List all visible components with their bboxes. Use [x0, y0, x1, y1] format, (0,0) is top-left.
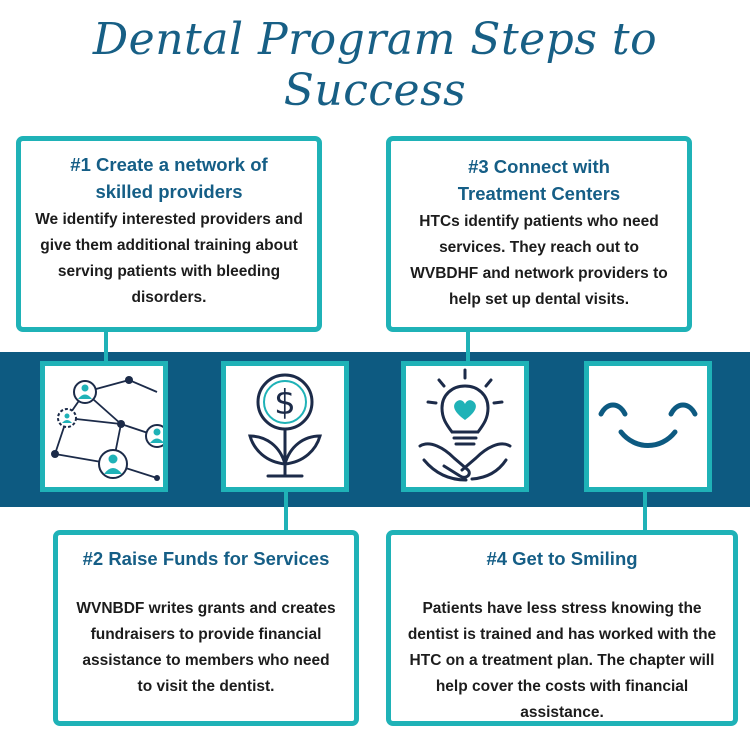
step-3-body: HTCs identify patients who need services… [410, 213, 668, 308]
connector-3 [466, 330, 470, 362]
network-icon [51, 376, 163, 481]
smiley-face-icon [598, 402, 698, 448]
step-2-body: WVNBDF writes grants and creates fundrai… [76, 600, 336, 695]
step-2-card: #2 Raise Funds for Services WVNBDF write… [53, 530, 359, 726]
step-1-card: #1 Create a network of skilled providers… [16, 136, 322, 332]
money-plant-icon: $ [248, 373, 322, 478]
lightbulb-heart-handshake-icon [418, 368, 512, 482]
step-3-card: #3 Connect with Treatment Centers HTCs i… [386, 136, 692, 332]
step-2-heading: #2 Raise Funds for Services [82, 548, 330, 569]
step-3-heading: #3 Connect with Treatment Centers [457, 156, 621, 204]
money-plant-tile: $ [221, 361, 349, 492]
svg-text:$: $ [274, 383, 296, 423]
lightbulb-tile [401, 361, 529, 492]
network-tile [40, 361, 168, 492]
step-1-heading: #1 Create a network of skilled providers [70, 154, 268, 202]
smiley-tile [584, 361, 712, 492]
connector-1 [104, 330, 108, 362]
step-4-heading: #4 Get to Smiling [486, 548, 638, 569]
step-1-body: We identify interested providers and giv… [35, 211, 303, 306]
connector-2 [284, 490, 288, 532]
connector-4 [643, 490, 647, 532]
step-4-card: #4 Get to Smiling Patients have less str… [386, 530, 738, 726]
page-title: Dental Program Steps to Success [92, 14, 658, 116]
step-4-body: Patients have less stress knowing the de… [407, 600, 717, 721]
